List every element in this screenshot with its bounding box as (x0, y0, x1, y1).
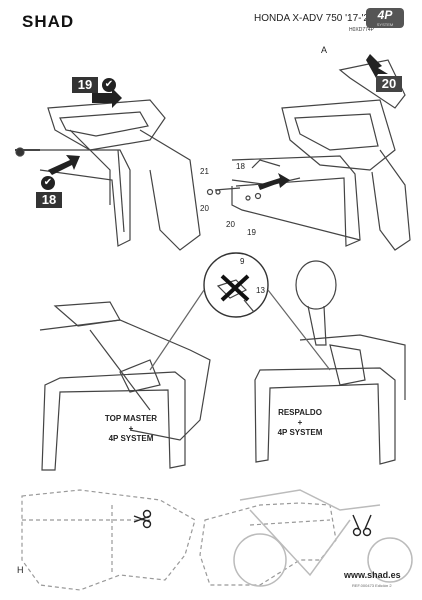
reference-code: REF.000473 Edición 2 (352, 583, 392, 588)
label-respaldo: RESPALDO + 4P SYSTEM (268, 408, 332, 438)
system-badge: 4P SYSTEM (366, 8, 404, 28)
callout-h: H (17, 565, 24, 575)
part-number-21: 21 (200, 167, 209, 176)
insert-arrows (48, 54, 388, 190)
panel-frame-left (15, 99, 201, 251)
part-number-13: 13 (256, 286, 265, 295)
step-19-marker: 19 (72, 77, 98, 93)
product-code: H0XD774P (349, 27, 375, 33)
panel-respaldo (254, 260, 406, 465)
step-20-marker: 20 (376, 76, 402, 92)
model-title: HONDA X-ADV 750 '17-'20 (254, 13, 375, 24)
check-icon: ✔ (41, 176, 55, 190)
scissors-icon (352, 514, 372, 537)
panel-top-master (39, 301, 211, 471)
detail-zoom (149, 252, 331, 371)
system-badge-label: 4P (377, 8, 393, 22)
step-18-marker: 18 (36, 192, 62, 208)
label-top-master-line2: 4P SYSTEM (108, 434, 154, 443)
check-icon: ✔ (102, 78, 116, 92)
cut-templates (21, 489, 337, 591)
system-badge-sub: SYSTEM (376, 22, 394, 27)
label-respaldo-plus: + (297, 418, 303, 427)
part-number-18: 18 (236, 162, 245, 171)
website-link[interactable]: www.shad.es (344, 570, 401, 580)
cross-icon (220, 274, 250, 302)
watermark-motorbike (233, 489, 413, 587)
part-number-19: 19 (247, 228, 256, 237)
part-number-20: 20 (226, 220, 235, 229)
panel-frame-right (206, 59, 411, 251)
label-top-master-line1: TOP MASTER (104, 414, 158, 423)
callout-a: A (321, 45, 328, 55)
part-number-20: 20 (200, 204, 209, 213)
part-number-9: 9 (240, 257, 245, 266)
label-respaldo-line2: 4P SYSTEM (277, 428, 323, 437)
label-respaldo-line1: RESPALDO (278, 408, 322, 417)
label-top-master: TOP MASTER + 4P SYSTEM (96, 414, 166, 444)
label-top-master-plus: + (128, 424, 134, 433)
brand-logo: SHAD (22, 12, 75, 31)
scissors-icon (133, 509, 152, 529)
